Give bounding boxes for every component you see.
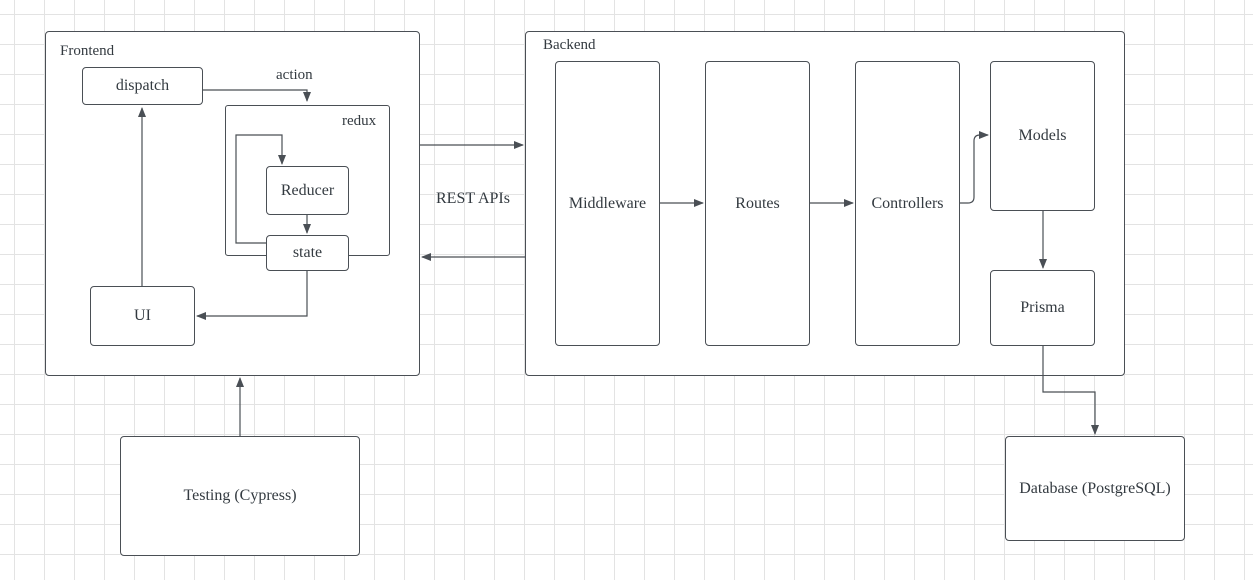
dispatch-node[interactable]: dispatch [82,67,203,105]
rest-apis-label: REST APIs [436,190,510,207]
backend-title: Backend [543,37,596,53]
testing-label: Testing (Cypress) [183,487,297,504]
action-label: action [276,67,313,83]
prisma-label: Prisma [1020,299,1065,316]
state-label: state [292,244,323,261]
controllers-label: Controllers [871,194,944,212]
frontend-title: Frontend [60,43,115,59]
controllers-node[interactable]: Controllers [855,61,960,346]
state-node[interactable]: state [266,235,349,271]
models-node[interactable]: Models [990,61,1095,211]
ui-label: UI [134,307,151,324]
redux-label: redux [342,113,377,129]
ui-node[interactable]: UI [90,286,195,346]
reducer-node[interactable]: Reducer [266,166,349,215]
database-label: Database (PostgreSQL) [1019,479,1171,497]
reducer-label: Reducer [280,181,335,199]
prisma-node[interactable]: Prisma [990,270,1095,346]
models-label: Models [1018,127,1067,144]
routes-node[interactable]: Routes [705,61,810,346]
routes-label: Routes [735,194,780,212]
middleware-node[interactable]: Middleware [555,61,660,346]
middleware-label: Middleware [568,194,647,212]
testing-node[interactable]: Testing (Cypress) [120,436,360,556]
database-node[interactable]: Database (PostgreSQL) [1005,436,1185,541]
dispatch-label: dispatch [115,77,170,94]
